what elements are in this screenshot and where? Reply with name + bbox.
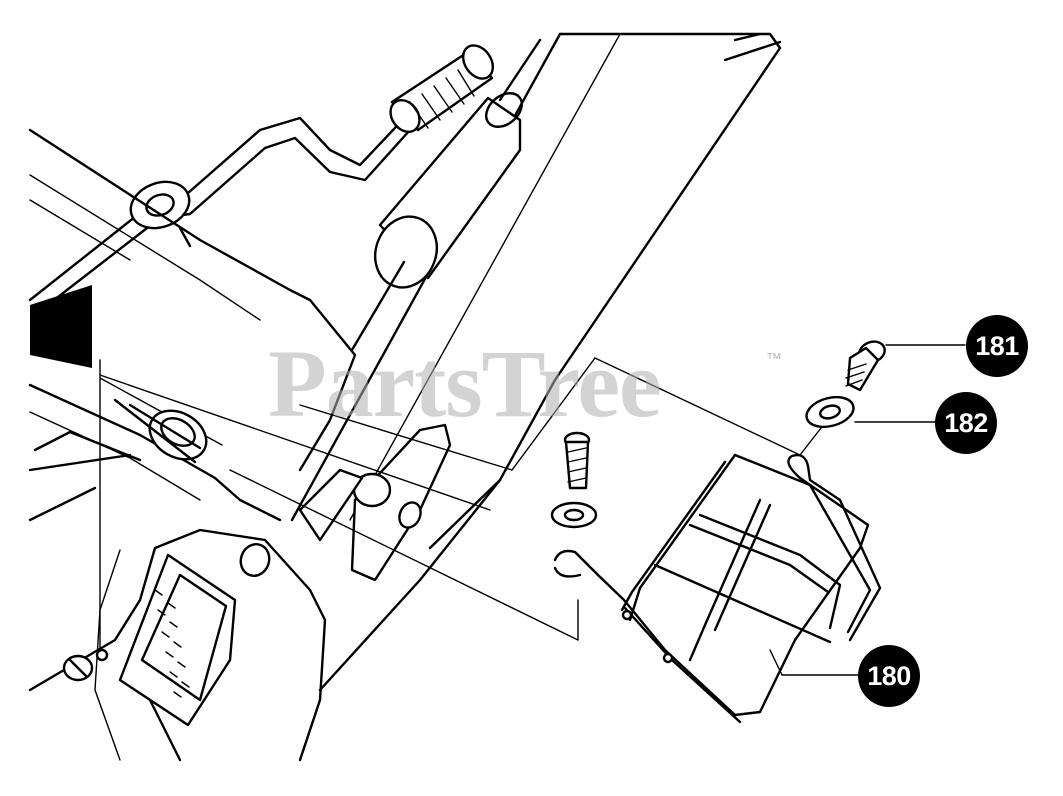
callout-180-label: 180 [867, 660, 911, 691]
callout-leaders [769, 344, 966, 676]
callout-182[interactable]: 182 [935, 392, 997, 454]
explode-lines [99, 357, 836, 641]
washer-182 [805, 395, 855, 429]
callout-181[interactable]: 181 [966, 315, 1028, 377]
handle-bar [290, 32, 782, 692]
watermark-text: PartsTree [268, 330, 662, 437]
callout-180[interactable]: 180 [858, 645, 920, 707]
callout-182-label: 182 [944, 407, 988, 438]
mower-deck [28, 128, 357, 762]
handle-bracket [239, 423, 452, 582]
pulley-assembly [113, 398, 208, 464]
wire-guard-180 [553, 453, 882, 724]
callout-181-label: 181 [975, 330, 1019, 361]
bolt-181 [845, 340, 886, 392]
bolt-left [550, 431, 598, 529]
discharge-chute [62, 553, 237, 727]
watermark-trademark: ™ [766, 351, 782, 368]
cable-tube [350, 38, 542, 352]
